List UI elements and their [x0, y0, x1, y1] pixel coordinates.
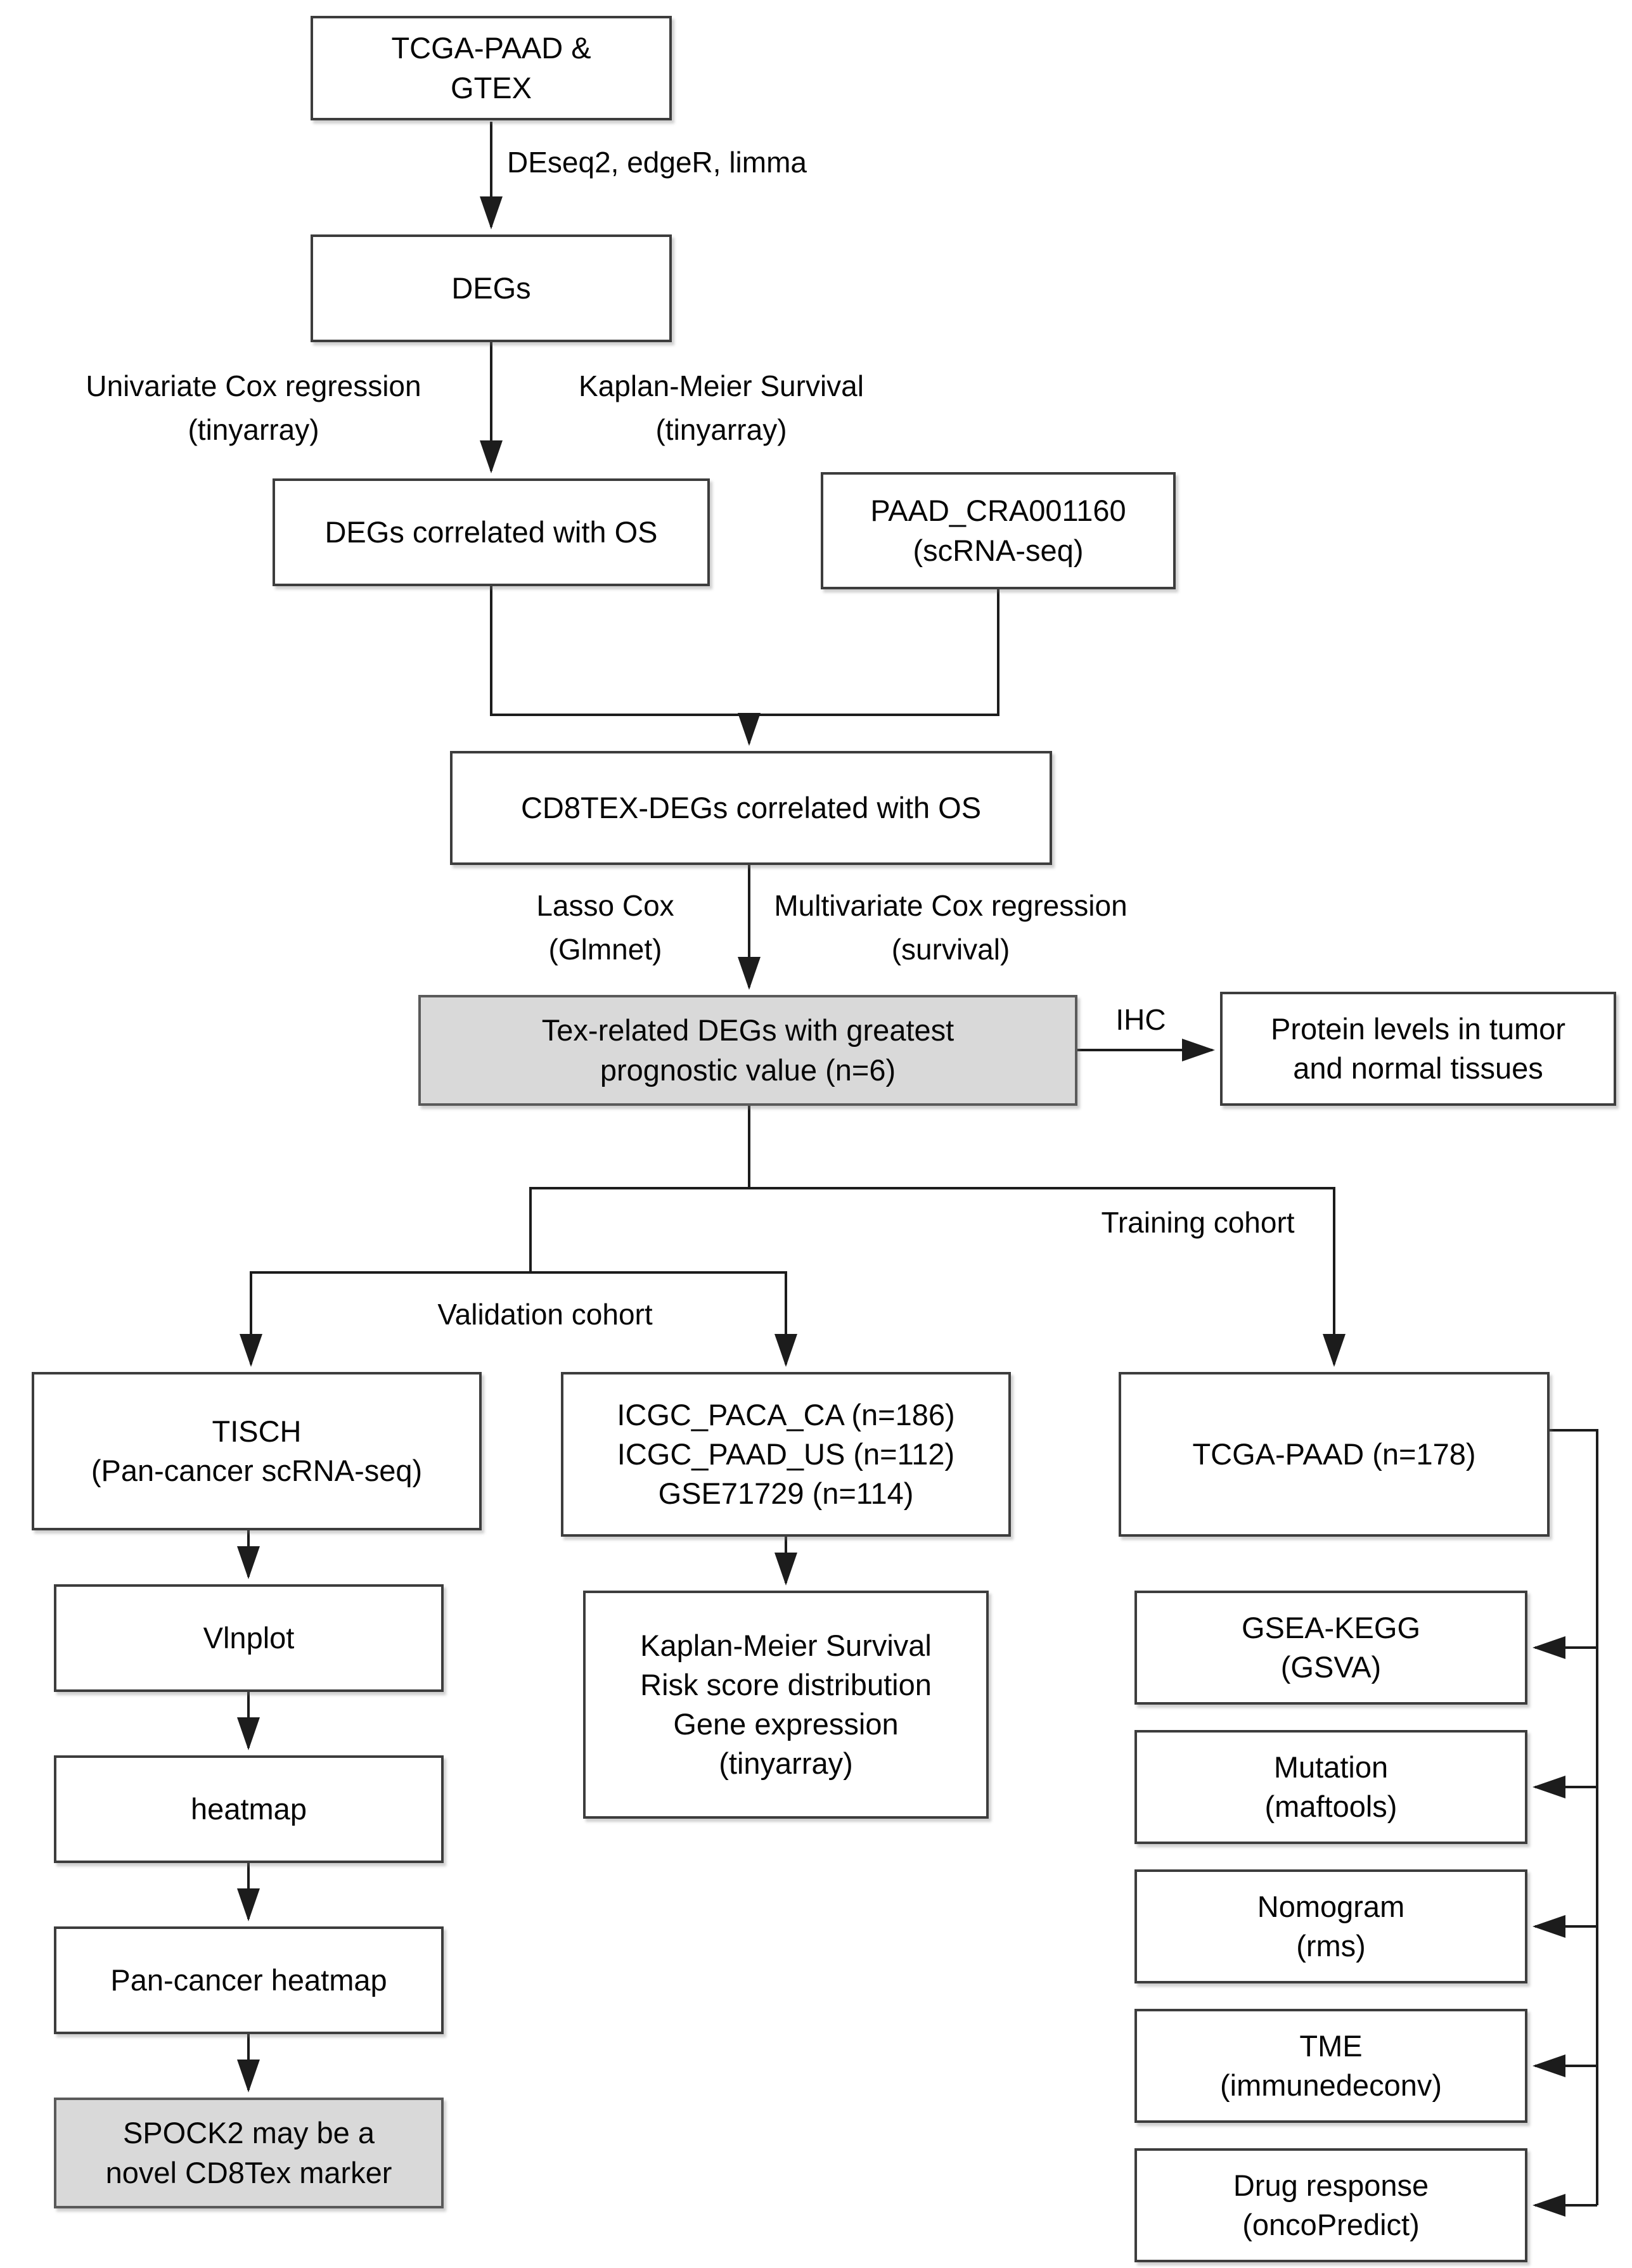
- node-km-riskscore-expression: Kaplan-Meier Survival Risk score distrib…: [583, 1591, 989, 1819]
- node-tex-related-degs: Tex-related DEGs with greatest prognosti…: [418, 995, 1077, 1106]
- node-tcga-paad-gtex: TCGA-PAAD & GTEX: [311, 16, 672, 120]
- node-tcga-paad-training: TCGA-PAAD (n=178): [1119, 1372, 1550, 1537]
- node-cd8tex-degs-os: CD8TEX-DEGs correlated with OS: [450, 751, 1052, 865]
- node-spock2-conclusion: SPOCK2 may be a novel CD8Tex marker: [54, 2098, 444, 2208]
- edge-label-kaplan-meier: Kaplan-Meier Survival (tinyarray): [579, 369, 864, 446]
- edge-label-training-cohort: Training cohort: [1101, 1206, 1295, 1239]
- node-degs-correlated-os: DEGs correlated with OS: [273, 478, 710, 586]
- edge-label-deseq2-edger-limma: DEseq2, edgeR, limma: [507, 146, 807, 179]
- node-paad-cra001160: PAAD_CRA001160 (scRNA-seq): [821, 472, 1176, 589]
- node-drug-response: Drug response (oncoPredict): [1134, 2148, 1527, 2262]
- edge-label-multivariate-cox: Multivariate Cox regression (survival): [774, 889, 1128, 966]
- node-pan-cancer-heatmap: Pan-cancer heatmap: [54, 1926, 444, 2034]
- node-heatmap: heatmap: [54, 1755, 444, 1863]
- node-icgc-cohorts: ICGC_PACA_CA (n=186) ICGC_PAAD_US (n=112…: [561, 1372, 1011, 1537]
- edge-label-lasso-cox: Lasso Cox (Glmnet): [536, 889, 674, 966]
- node-nomogram: Nomogram (rms): [1134, 1869, 1527, 1983]
- node-mutation: Mutation (maftools): [1134, 1730, 1527, 1844]
- edge-label-ihc: IHC: [1115, 1003, 1166, 1036]
- node-gsea-kegg: GSEA-KEGG (GSVA): [1134, 1591, 1527, 1705]
- node-vlnplot: Vlnplot: [54, 1584, 444, 1692]
- node-tme: TME (immunedeconv): [1134, 2009, 1527, 2123]
- node-tisch: TISCH (Pan-cancer scRNA-seq): [32, 1372, 482, 1530]
- edge-label-validation-cohort: Validation cohort: [437, 1298, 653, 1331]
- node-degs: DEGs: [311, 234, 672, 342]
- edge-label-univariate-cox: Univariate Cox regression (tinyarray): [86, 369, 421, 446]
- node-protein-levels: Protein levels in tumor and normal tissu…: [1220, 992, 1616, 1106]
